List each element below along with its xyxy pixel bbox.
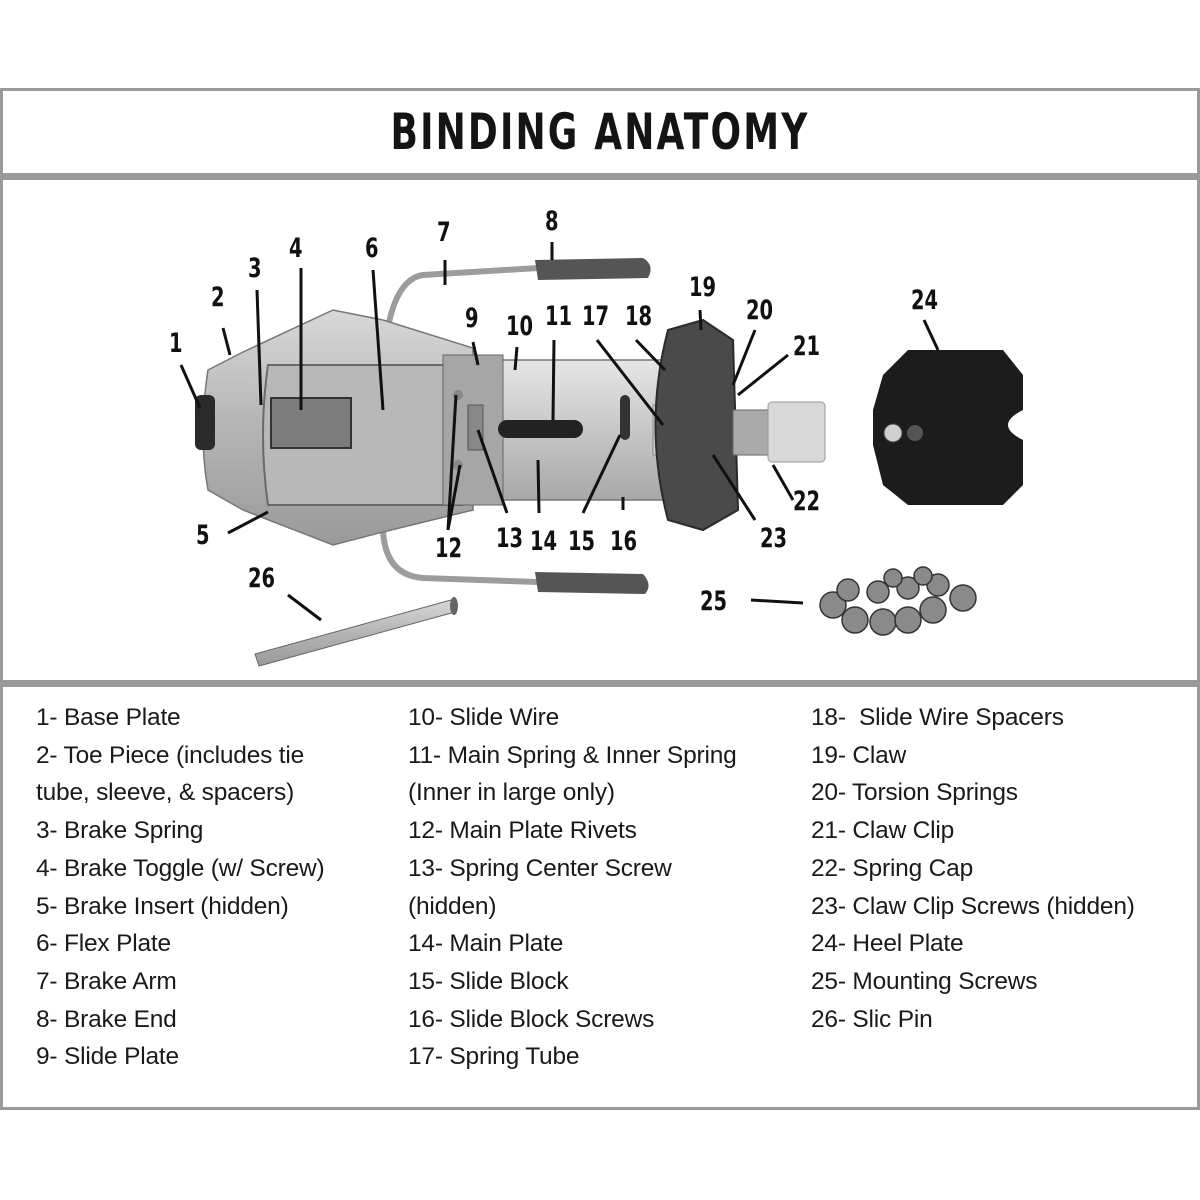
legend-item: 20- Torsion Springs bbox=[811, 779, 1018, 807]
legend-item: 16- Slide Block Screws bbox=[408, 1005, 655, 1033]
legend-item: 7- Brake Arm bbox=[36, 967, 177, 995]
legend-item: 6- Flex Plate bbox=[36, 930, 171, 958]
legend-item: 11- Main Spring & Inner Spring bbox=[408, 741, 737, 769]
legend-item: tube, sleeve, & spacers) bbox=[36, 779, 295, 807]
legend-column-2: 10- Slide Wire 11- Main Spring & Inner S… bbox=[408, 699, 737, 1076]
callout-19: 19 bbox=[689, 272, 717, 303]
legend-item: 1- Base Plate bbox=[36, 704, 181, 731]
callout-2: 2 bbox=[211, 282, 225, 313]
callout-21: 21 bbox=[793, 331, 821, 362]
legend-item: 4- Brake Toggle (w/ Screw) bbox=[36, 854, 325, 882]
legend-item: 22- Spring Cap bbox=[811, 854, 973, 882]
legend-item: 3- Brake Spring bbox=[36, 817, 204, 845]
callout-7: 7 bbox=[437, 217, 451, 248]
diagram-frame: BINDING ANATOMY bbox=[0, 88, 1200, 1110]
legend-item: 23- Claw Clip Screws (hidden) bbox=[811, 892, 1135, 920]
legend-item: 18- Slide Wire Spacers bbox=[811, 704, 1064, 731]
claw bbox=[654, 318, 740, 532]
legend-item: 8- Brake End bbox=[36, 1005, 177, 1033]
legend-item: 26- Slic Pin bbox=[811, 1005, 933, 1033]
callout-9: 9 bbox=[465, 303, 479, 334]
legend-item: (Inner in large only) bbox=[408, 779, 615, 807]
torsion-spring bbox=[732, 409, 769, 456]
parts-legend: 1- Base Plate 2- Toe Piece (includes tie… bbox=[3, 680, 1197, 1114]
binding-diagram: 1 2 3 4 6 7 8 9 10 11 17 18 19 20 21 24 … bbox=[3, 180, 1197, 680]
callout-25: 25 bbox=[700, 586, 728, 617]
callout-11: 11 bbox=[545, 301, 573, 332]
legend-item: 13- Spring Center Screw bbox=[408, 854, 672, 882]
title-bar: BINDING ANATOMY bbox=[3, 91, 1197, 180]
legend-item: (hidden) bbox=[408, 892, 497, 920]
legend-item: 15- Slide Block bbox=[408, 967, 569, 995]
callout-12: 12 bbox=[435, 533, 463, 564]
legend-column-3: 18- Slide Wire Spacers 19- Claw 20- Tors… bbox=[811, 699, 1135, 1038]
callout-3: 3 bbox=[248, 253, 262, 284]
page-title: BINDING ANATOMY bbox=[390, 103, 810, 161]
callout-6: 6 bbox=[365, 233, 379, 264]
main-spring-window bbox=[498, 420, 583, 438]
callout-17: 17 bbox=[582, 301, 610, 332]
mounting-screws bbox=[819, 566, 977, 636]
legend-item: 17- Spring Tube bbox=[408, 1043, 580, 1071]
brake-arm-bottom bbox=[380, 529, 539, 585]
heel-screw bbox=[883, 423, 903, 443]
callout-18: 18 bbox=[625, 301, 653, 332]
callout-14: 14 bbox=[530, 526, 558, 557]
legend-item: 19- Claw bbox=[811, 741, 907, 769]
brake-toggle bbox=[270, 397, 352, 449]
callout-13: 13 bbox=[496, 523, 524, 554]
slide-block bbox=[620, 395, 630, 440]
callout-16: 16 bbox=[610, 526, 638, 557]
callout-15: 15 bbox=[568, 526, 596, 557]
heel-screw bbox=[907, 425, 923, 441]
legend-item: 14- Main Plate bbox=[408, 930, 564, 958]
legend-item: 24- Heel Plate bbox=[811, 930, 964, 958]
callout-1: 1 bbox=[169, 328, 183, 359]
callout-5: 5 bbox=[196, 520, 210, 551]
legend-item: 12- Main Plate Rivets bbox=[408, 817, 637, 845]
legend-item: 21- Claw Clip bbox=[811, 817, 955, 845]
callout-26: 26 bbox=[248, 563, 276, 594]
brake-end-top bbox=[535, 258, 651, 280]
callout-22: 22 bbox=[793, 486, 821, 517]
brake-end-bottom bbox=[535, 572, 649, 594]
legend-item: 5- Brake Insert (hidden) bbox=[36, 892, 289, 920]
heel-plate bbox=[873, 350, 1023, 505]
binding-illustration bbox=[179, 242, 1023, 667]
callout-23: 23 bbox=[760, 523, 788, 554]
callout-4: 4 bbox=[289, 233, 303, 264]
callout-24: 24 bbox=[911, 285, 939, 316]
leader-lines bbox=[179, 242, 940, 622]
legend-item: 9- Slide Plate bbox=[36, 1043, 179, 1071]
slic-pin bbox=[254, 599, 456, 667]
spring-cap bbox=[767, 401, 826, 463]
slic-pin-head bbox=[450, 597, 458, 615]
legend-item: 2- Toe Piece (includes tie bbox=[36, 741, 305, 769]
callout-10: 10 bbox=[506, 311, 534, 342]
callout-8: 8 bbox=[545, 206, 559, 237]
callout-20: 20 bbox=[746, 295, 774, 326]
legend-item: 25- Mounting Screws bbox=[811, 967, 1038, 995]
legend-column-1: 1- Base Plate 2- Toe Piece (includes tie… bbox=[36, 699, 325, 1076]
spring-center-screw bbox=[467, 404, 484, 451]
base-plate bbox=[195, 395, 215, 450]
legend-item: 10- Slide Wire bbox=[408, 704, 560, 731]
